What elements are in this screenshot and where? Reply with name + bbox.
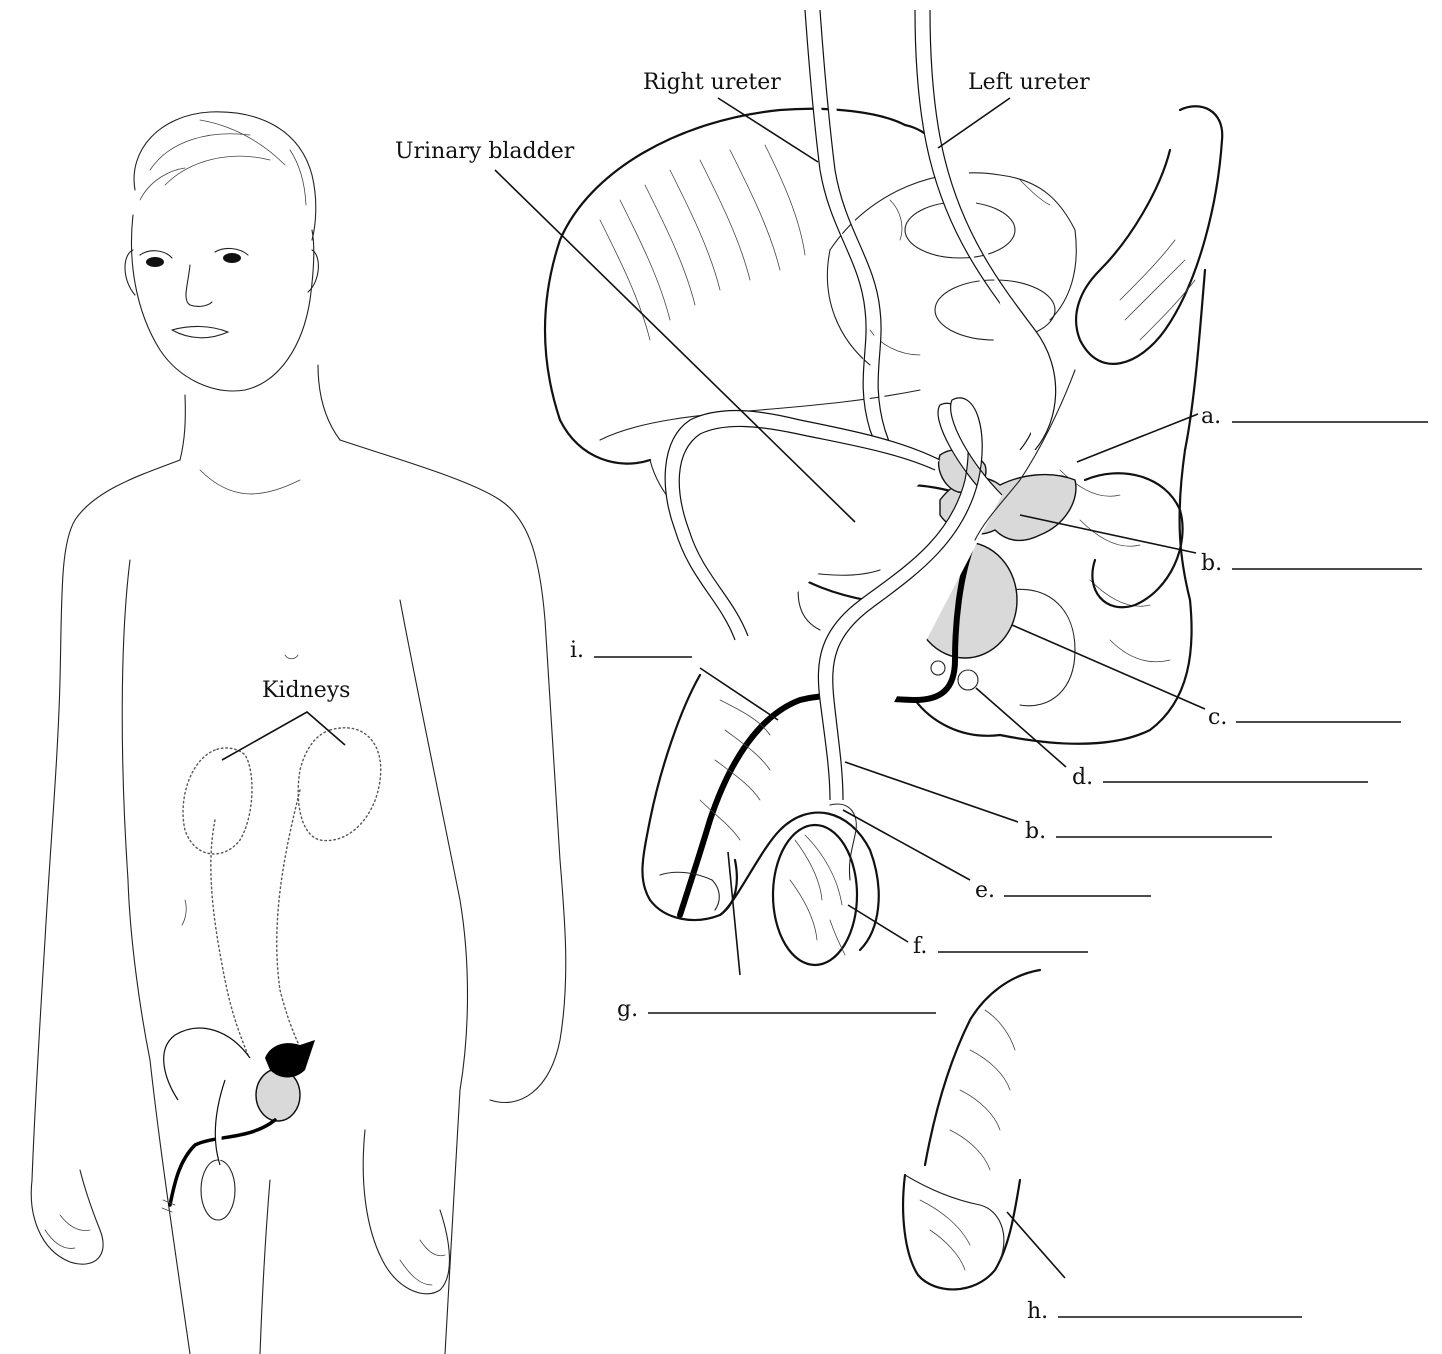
label-right-ureter: Right ureter xyxy=(643,70,781,95)
human-figure xyxy=(31,112,566,1354)
label-a: a. xyxy=(1201,404,1221,429)
label-kidneys: Kidneys xyxy=(262,678,350,703)
glans-inset xyxy=(903,970,1040,1289)
label-g: g. xyxy=(617,997,638,1022)
label-h: h. xyxy=(1027,1299,1048,1324)
label-b-lower: b. xyxy=(1025,819,1046,844)
label-e: e. xyxy=(975,878,995,903)
label-left-ureter: Left ureter xyxy=(968,70,1090,95)
label-c: c. xyxy=(1208,705,1227,730)
label-i: i. xyxy=(570,638,584,663)
bulbourethral-gland xyxy=(958,670,978,690)
mini-urinary-system xyxy=(162,728,381,1220)
label-f: f. xyxy=(913,934,927,959)
label-urinary-bladder: Urinary bladder xyxy=(395,139,575,164)
label-d: d. xyxy=(1072,765,1093,790)
label-b-upper: b. xyxy=(1201,551,1222,576)
pelvis-drawing xyxy=(545,10,1222,965)
